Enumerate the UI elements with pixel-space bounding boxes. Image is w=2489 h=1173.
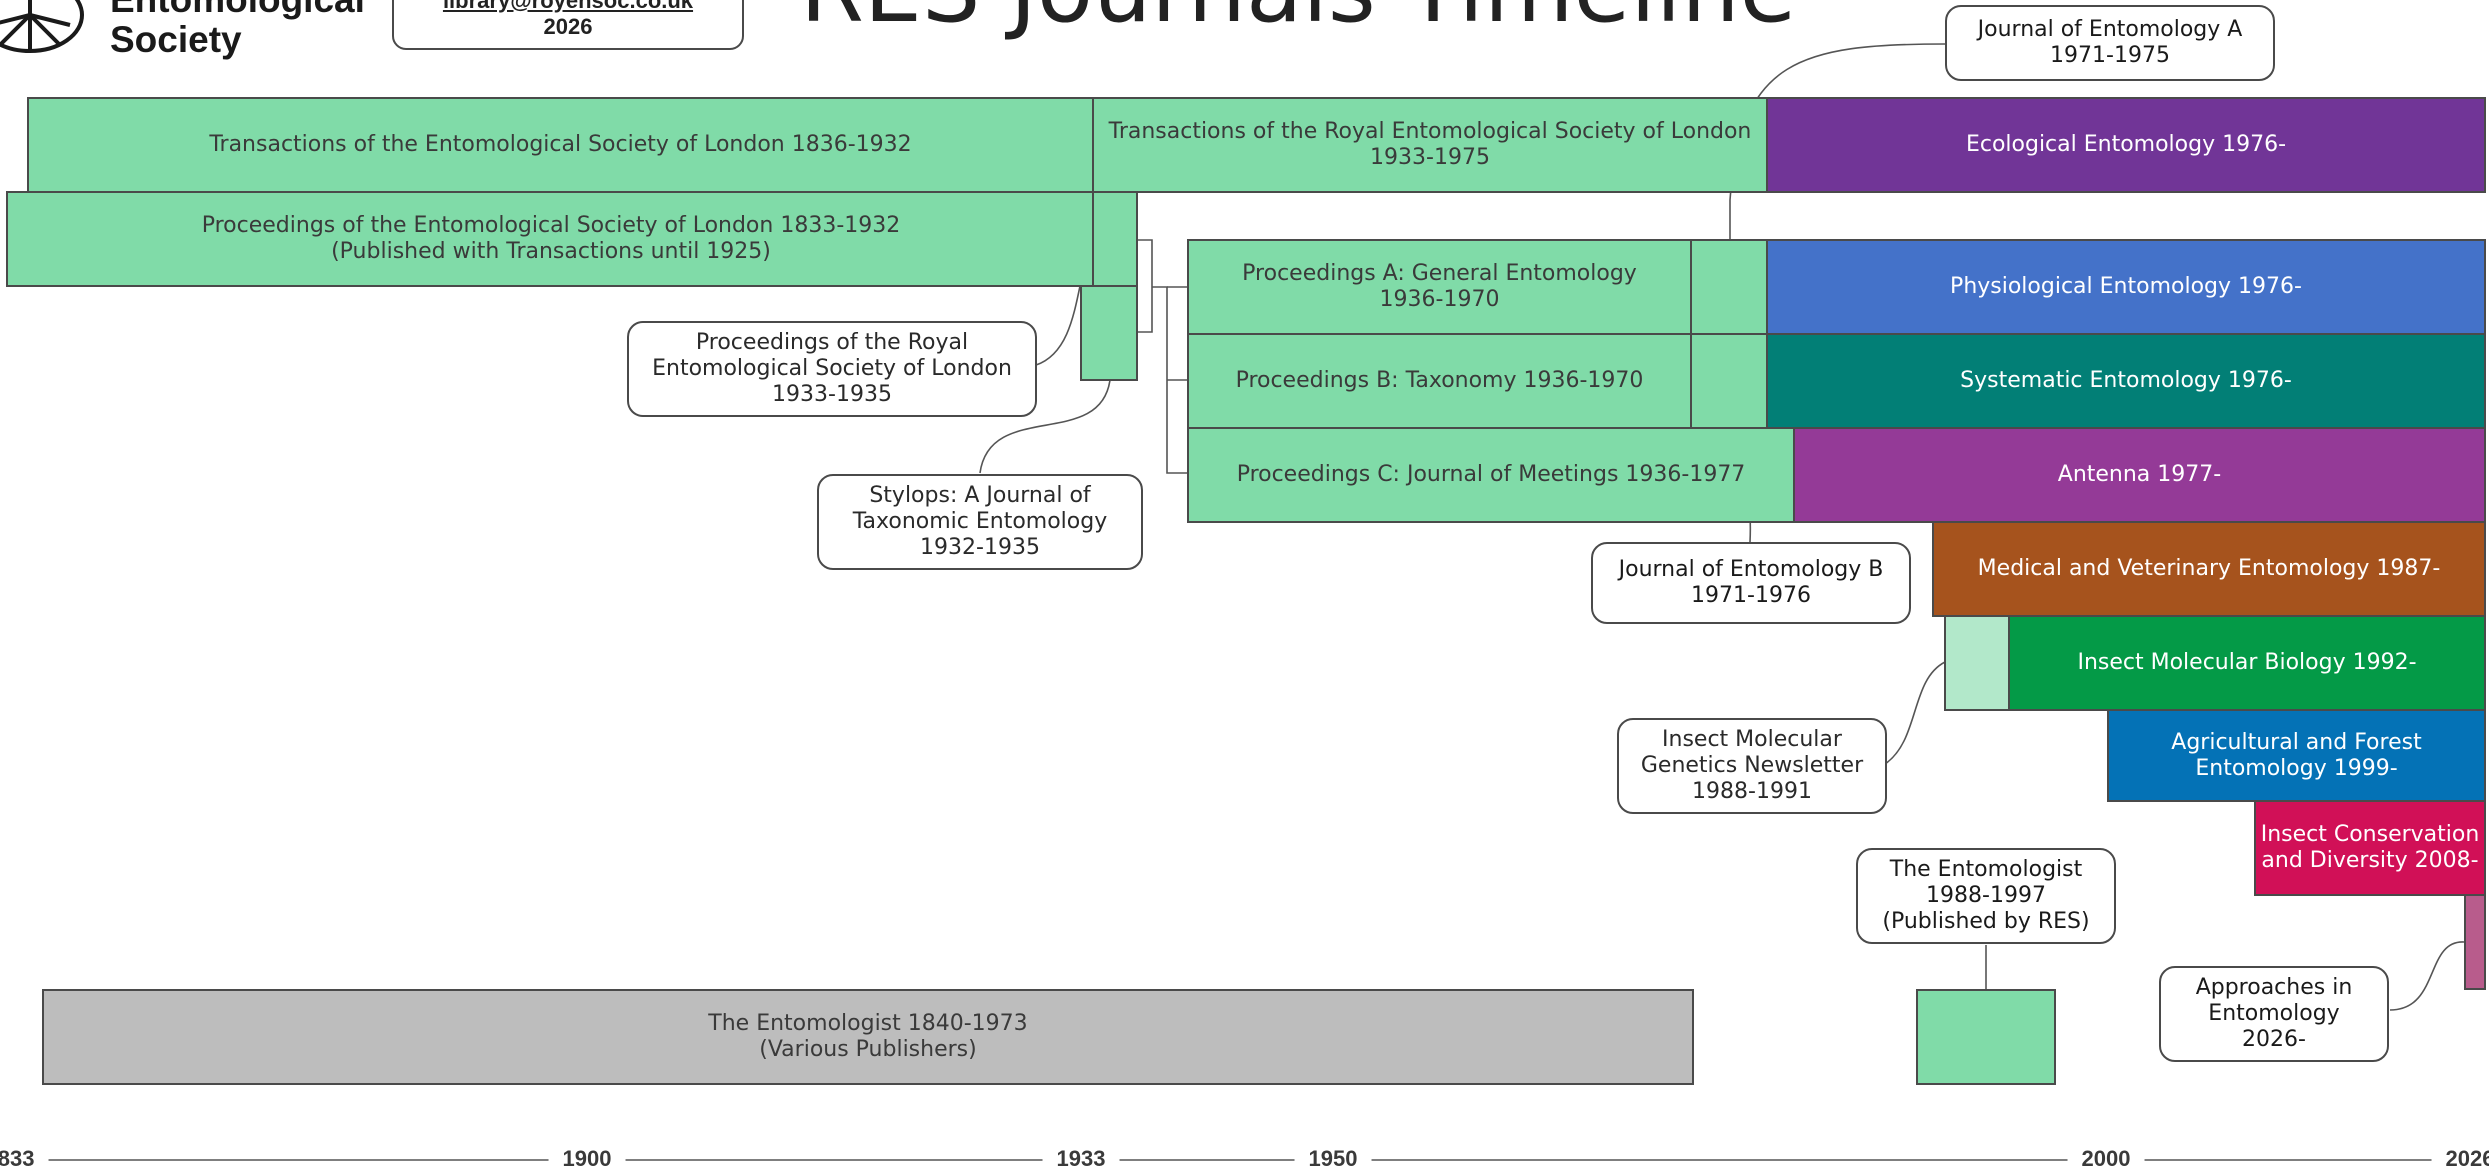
journal-bar-transactions-london[interactable]: Transactions of the Entomological Societ… bbox=[27, 97, 1094, 193]
journal-bar-entomologist-various[interactable]: The Entomologist 1840-1973 (Various Publ… bbox=[42, 989, 1694, 1085]
journal-bar-medical-veterinary-entomology[interactable]: Medical and Veterinary Entomology 1987- bbox=[1932, 521, 2486, 617]
axis-tick: 2000 bbox=[2067, 1145, 2145, 1173]
journal-bar-ecological-entomology[interactable]: Ecological Entomology 1976- bbox=[1766, 97, 2486, 193]
journal-bar-proceedings-c[interactable]: Proceedings C: Journal of Meetings 1936-… bbox=[1187, 427, 1795, 523]
journal-bar-proceedings-a[interactable]: Proceedings A: General Entomology 1936-1… bbox=[1187, 239, 1692, 335]
axis-tick: 1900 bbox=[548, 1145, 626, 1173]
contact-box: library@royensoc.co.uk 2026 bbox=[392, 0, 744, 50]
journal-bar-proceedings-b[interactable]: Proceedings B: Taxonomy 1936-1970 bbox=[1187, 333, 1692, 429]
callout-journal-of-entomology-a: Journal of Entomology A 1971-1975 bbox=[1945, 5, 2275, 81]
callout-approaches-in-entomology: Approaches in Entomology 2026- bbox=[2159, 966, 2389, 1062]
journal-bar-journal-of-entomology-a[interactable] bbox=[1690, 239, 1768, 335]
journal-bar-approaches-in-entomology[interactable] bbox=[2464, 894, 2486, 990]
journal-bar-stylops[interactable] bbox=[1080, 285, 1138, 381]
journal-bar-transactions-royal[interactable]: Transactions of the Royal Entomological … bbox=[1092, 97, 1768, 193]
journal-bar-insect-molecular-biology[interactable]: Insect Molecular Biology 1992- bbox=[2008, 615, 2486, 711]
axis-tick: 1933 bbox=[1042, 1145, 1120, 1173]
callout-journal-of-entomology-b: Journal of Entomology B 1971-1976 bbox=[1591, 542, 1911, 624]
callout-entomologist-res: The Entomologist 1988-1997 (Published by… bbox=[1856, 848, 2116, 944]
journal-bar-entomologist-res[interactable] bbox=[1916, 989, 2056, 1085]
contact-email-link[interactable]: library@royensoc.co.uk bbox=[442, 0, 694, 13]
journal-bar-insect-conservation-diversity[interactable]: Insect Conservation and Diversity 2008- bbox=[2254, 800, 2486, 896]
axis-tick: 1950 bbox=[1294, 1145, 1372, 1173]
society-logo-icon bbox=[0, 0, 84, 53]
contact-year: 2026 bbox=[543, 14, 593, 39]
journal-bar-proceedings-royal-upper[interactable] bbox=[1092, 191, 1138, 287]
page-title: RES Journals Timeline bbox=[800, 0, 1796, 40]
axis-tick: 2026 bbox=[2431, 1145, 2489, 1173]
journal-bar-antenna[interactable]: Antenna 1977- bbox=[1793, 427, 2486, 523]
journal-bar-physiological-entomology[interactable]: Physiological Entomology 1976- bbox=[1766, 239, 2486, 335]
axis-tick: 1833 bbox=[0, 1145, 49, 1173]
callout-stylops: Stylops: A Journal of Taxonomic Entomolo… bbox=[817, 474, 1143, 570]
journal-bar-insect-molecular-genetics-newsletter[interactable] bbox=[1944, 615, 2010, 711]
society-name: Entomological Society bbox=[110, 0, 365, 60]
callout-proceedings-royal: Proceedings of the Royal Entomological S… bbox=[627, 321, 1037, 417]
callout-insect-molecular-genetics-newsletter: Insect Molecular Genetics Newsletter 198… bbox=[1617, 718, 1887, 814]
journal-bar-journal-of-entomology-b[interactable] bbox=[1690, 333, 1768, 429]
journal-bar-systematic-entomology[interactable]: Systematic Entomology 1976- bbox=[1766, 333, 2486, 429]
journal-bar-agricultural-forest-entomology[interactable]: Agricultural and Forest Entomology 1999- bbox=[2107, 709, 2486, 802]
journal-bar-proceedings-london[interactable]: Proceedings of the Entomological Society… bbox=[6, 191, 1096, 287]
